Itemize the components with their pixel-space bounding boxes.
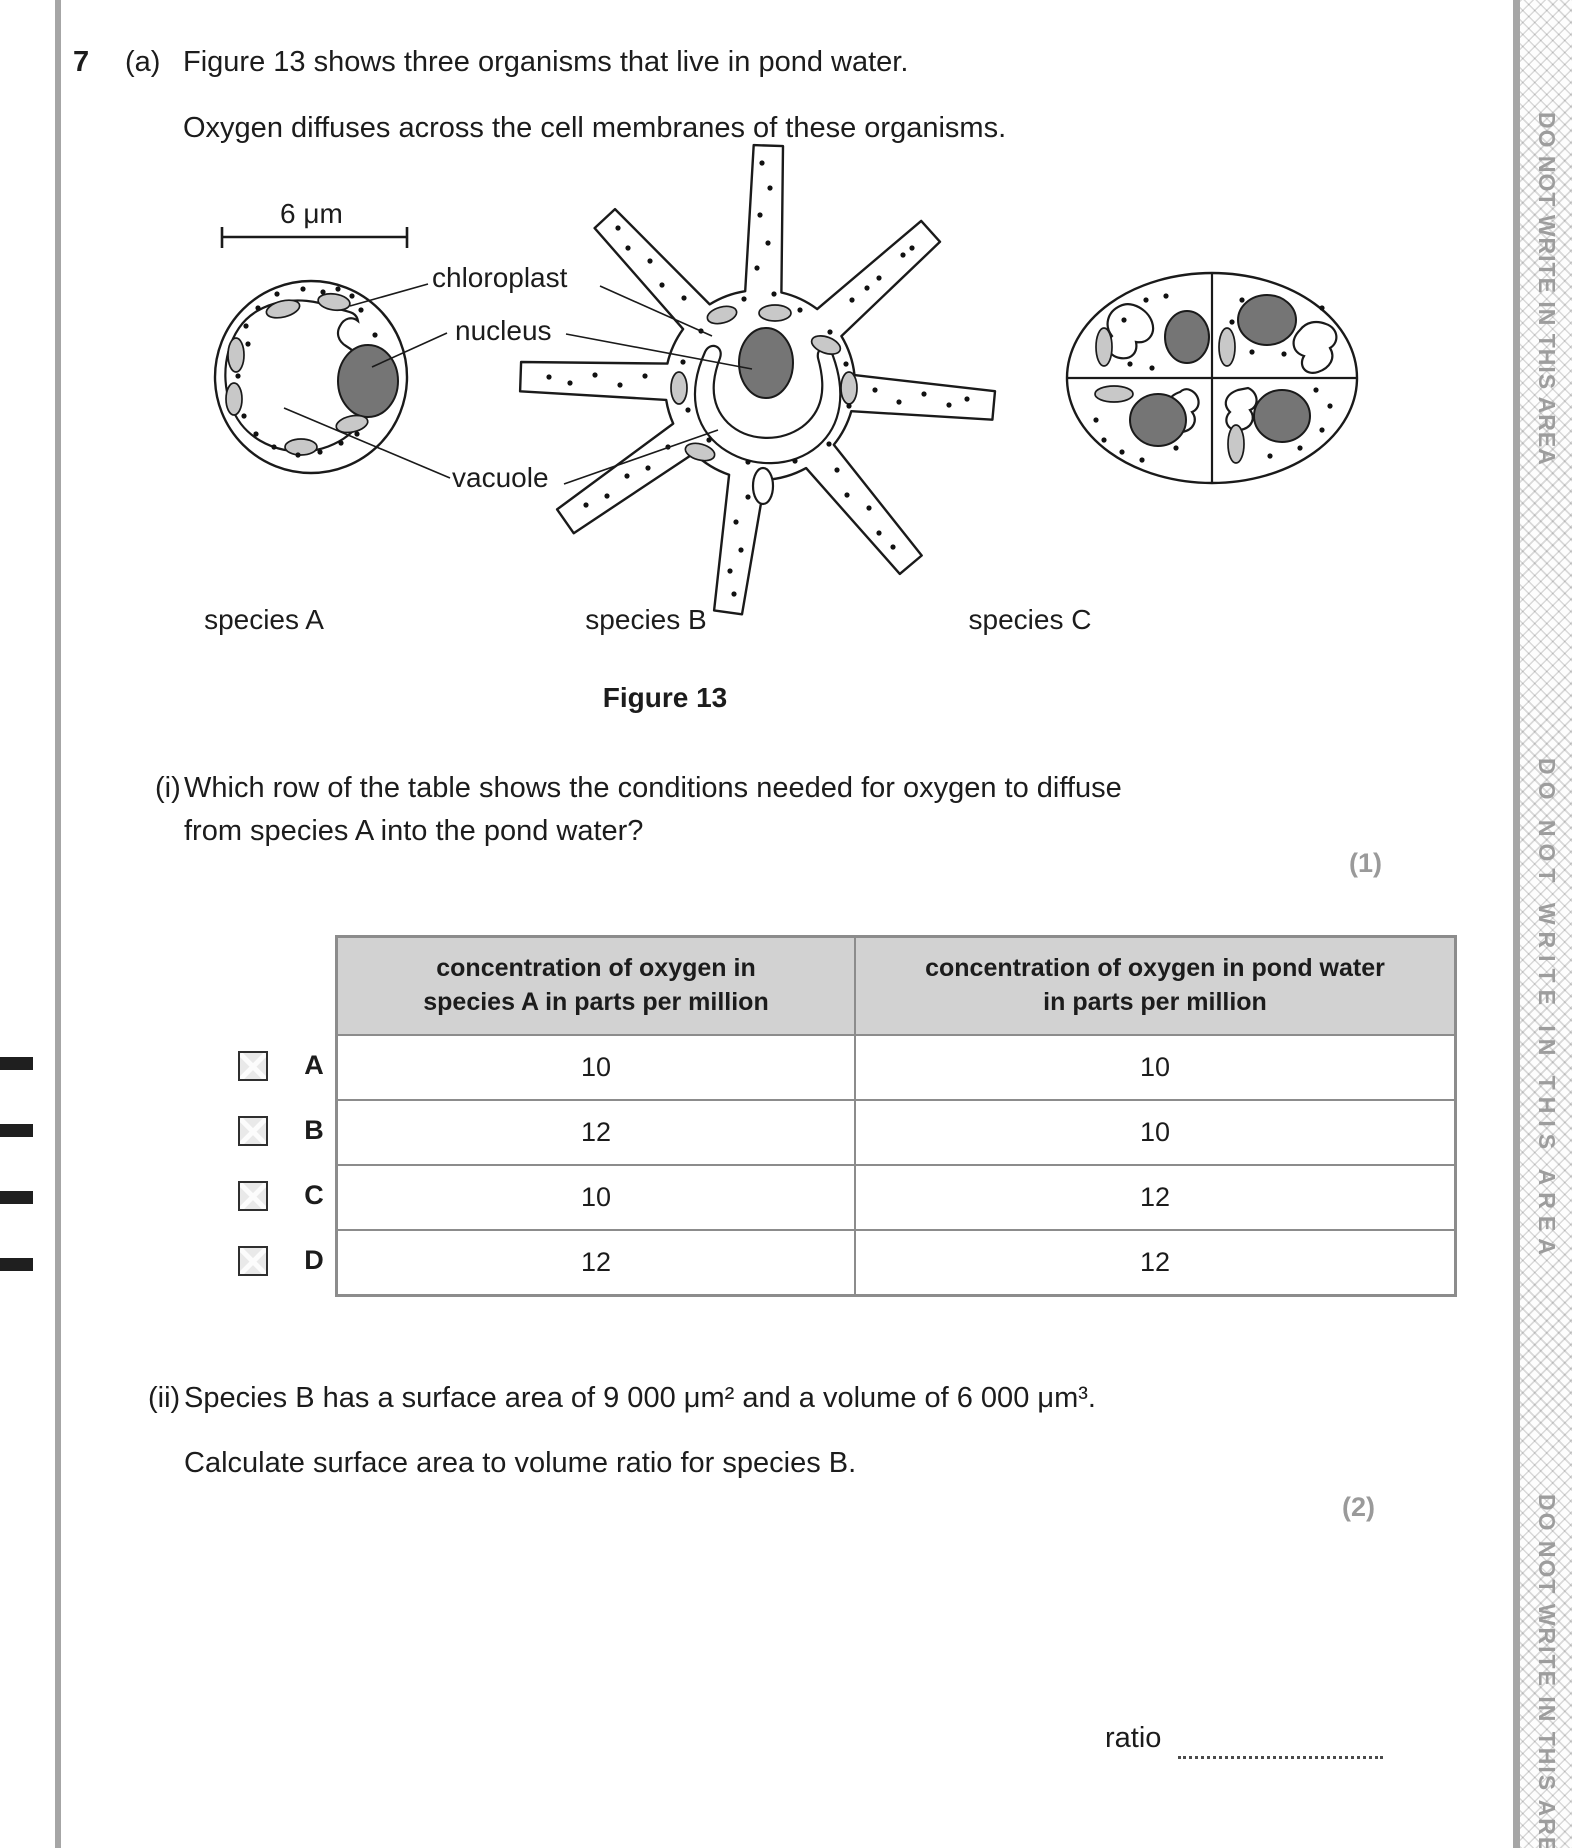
table-header-col2: concentration of oxygen in pond water in…: [854, 938, 1454, 1034]
binding-mark: [0, 1191, 33, 1204]
figure-13-diagram: [213, 143, 1359, 616]
do-not-write-warning: DO NOT WRITE IN THIS AREA: [1534, 758, 1560, 1262]
table-header-col1: concentration of oxygen in species A in …: [338, 938, 854, 1034]
question-i-marks: (1): [1349, 848, 1382, 878]
table-cell: 10: [854, 1099, 1454, 1164]
binding-mark: [0, 1057, 33, 1070]
chloroplast-label: chloroplast: [432, 262, 568, 293]
question-i-line-2: from species A into the pond water?: [184, 815, 644, 847]
answer-checkbox-c[interactable]: [238, 1181, 268, 1211]
species-a-dots: [235, 286, 378, 458]
left-margin-rule: [55, 0, 61, 1848]
answer-checkbox-a[interactable]: [238, 1051, 268, 1081]
table-cell: 12: [854, 1229, 1454, 1294]
binding-mark: [0, 1124, 33, 1137]
table-cell: 10: [338, 1034, 854, 1099]
question-number: 7: [73, 46, 90, 78]
species-a-label: species A: [204, 604, 324, 635]
do-not-write-warning: DO NOT WRITE IN THIS AREA: [1534, 112, 1560, 466]
question-ii-label: (ii): [148, 1382, 181, 1414]
ratio-answer-label: ratio: [1105, 1722, 1162, 1754]
answer-checkbox-d[interactable]: [238, 1246, 268, 1276]
table-cell: 10: [338, 1164, 854, 1229]
option-letter-c: C: [304, 1180, 324, 1210]
intro-line-1: Figure 13 shows three organisms that liv…: [183, 46, 909, 78]
nucleus-label: nucleus: [455, 315, 552, 346]
question-ii-line-1: Species B has a surface area of 9 000 μm…: [184, 1382, 1096, 1414]
right-margin-rule: [1513, 0, 1520, 1848]
scale-bar-label: 6 μm: [280, 198, 343, 229]
vacuole-label: vacuole: [452, 462, 549, 493]
oxygen-concentration-table: concentration of oxygen in species A in …: [335, 935, 1457, 1297]
right-edge-pattern: [1520, 0, 1572, 1848]
binding-mark: [0, 1258, 33, 1271]
species-b-label: species B: [585, 604, 707, 635]
question-ii-marks: (2): [1342, 1492, 1375, 1522]
ratio-answer-line[interactable]: [1178, 1730, 1383, 1759]
question-ii-line-2: Calculate surface area to volume ratio f…: [184, 1447, 857, 1479]
figure-leader-lines: [283, 283, 753, 485]
species-b-dots: [546, 160, 970, 597]
species-c-label: species C: [968, 604, 1092, 635]
scale-bar: [220, 227, 409, 248]
table-cell: 10: [854, 1034, 1454, 1099]
question-i-line-1: Which row of the table shows the conditi…: [184, 772, 1122, 804]
species-c-drawing: [1065, 271, 1359, 485]
table-cell: 12: [338, 1099, 854, 1164]
answer-checkbox-b[interactable]: [238, 1116, 268, 1146]
do-not-write-warning: DO NOT WRITE IN THIS AREA: [1534, 1494, 1560, 1848]
option-letter-a: A: [304, 1050, 324, 1080]
intro-line-2: Oxygen diffuses across the cell membrane…: [183, 112, 1007, 144]
question-part-label: (a): [125, 46, 161, 78]
table-cell: 12: [854, 1164, 1454, 1229]
question-i-label: (i): [155, 772, 181, 804]
species-b-drawing: [518, 143, 997, 616]
option-letter-d: D: [304, 1245, 324, 1275]
table-cell: 12: [338, 1229, 854, 1294]
figure-caption: Figure 13: [602, 682, 728, 713]
option-letter-b: B: [304, 1115, 324, 1145]
species-a-drawing: [213, 279, 409, 475]
species-c-dots: [1093, 293, 1333, 463]
